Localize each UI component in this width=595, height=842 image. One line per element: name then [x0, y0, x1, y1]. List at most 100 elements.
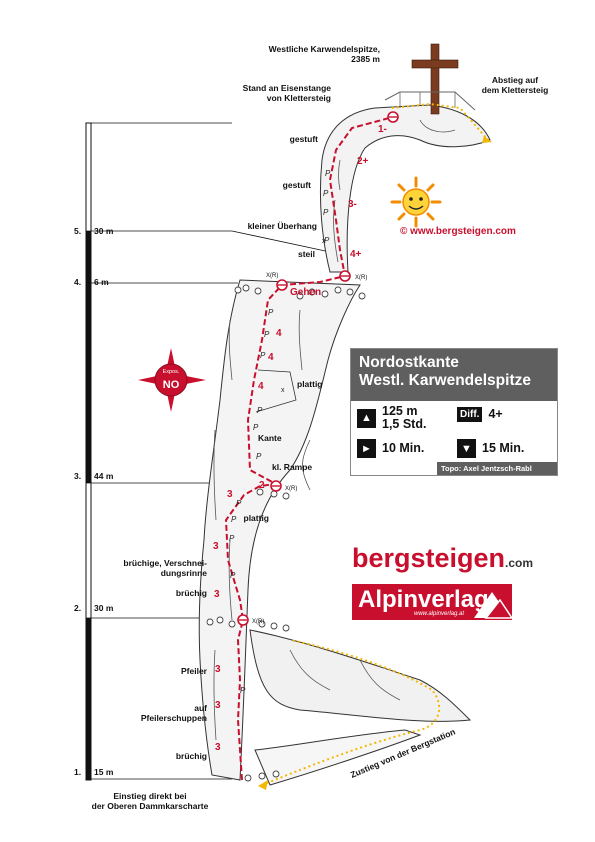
pitch-number: 4.	[74, 277, 81, 287]
stand-label: von Klettersteig	[267, 93, 331, 103]
svg-text:P: P	[253, 423, 259, 432]
pitch-length: 30 m	[94, 226, 114, 236]
descent-arrow-icon	[482, 136, 492, 143]
protection-mark: x	[322, 238, 326, 245]
difficulty-icon: Diff.	[457, 407, 483, 422]
gehen-label: Gehen	[290, 287, 321, 298]
route-info-card: Nordostkante Westl. Karwendelspitze ▲ 12…	[350, 348, 558, 476]
svg-text:brüchig: brüchig	[176, 751, 207, 761]
route-length: 125 m	[382, 404, 418, 418]
ledge-blocks	[206, 284, 366, 782]
svg-text:steil: steil	[298, 249, 315, 259]
svg-text:P: P	[323, 208, 329, 217]
svg-text:kleiner Überhang: kleiner Überhang	[248, 221, 317, 231]
copyright-url[interactable]: © www.bergsteigen.com	[400, 226, 516, 237]
svg-text:P: P	[324, 236, 330, 245]
svg-text:3: 3	[215, 700, 221, 711]
start-label: Einstieg direkt bei	[113, 791, 186, 801]
svg-text:4+: 4+	[350, 249, 362, 260]
anchor-label: X(R)	[252, 619, 264, 625]
stand-label: Stand an Eisenstange	[243, 83, 332, 93]
pitch-lines	[86, 122, 331, 780]
summit-cross-icon	[411, 43, 459, 115]
protection-mark: x	[281, 387, 285, 394]
svg-text:P: P	[230, 571, 236, 580]
start-label: der Oberen Dammkarscharte	[92, 801, 209, 811]
mountain-logo-icon	[474, 592, 512, 619]
descent-label: Abstieg auf	[492, 75, 538, 85]
svg-text:P: P	[231, 515, 237, 524]
svg-text:dungsrinne: dungsrinne	[161, 568, 208, 578]
svg-text:P: P	[264, 330, 270, 339]
svg-text:P: P	[325, 169, 331, 178]
approach-hiker-icon: ►	[357, 439, 376, 458]
feature-label: Kante	[258, 433, 282, 443]
climber-icon: ▲	[357, 408, 376, 428]
svg-text:4: 4	[276, 328, 282, 339]
svg-text:3: 3	[227, 489, 233, 500]
svg-text:4: 4	[258, 381, 264, 392]
svg-text:gestuft: gestuft	[290, 134, 319, 144]
sun-icon	[390, 176, 442, 228]
svg-text:4: 4	[268, 352, 274, 363]
svg-text:P: P	[240, 686, 246, 695]
pitch-grade-labels: 1- 2+ 3- 4+ 4 4 4 2 3 3 3 3 3 3 2	[213, 124, 387, 753]
svg-text:NO: NO	[163, 379, 180, 391]
svg-text:3: 3	[215, 742, 221, 753]
descent-path	[391, 102, 489, 141]
svg-text:P: P	[256, 452, 262, 461]
pitch-length-labels: 5. 30 m 4. 6 m 3. 44 m 2. 30 m 1. 15 m	[74, 226, 114, 777]
compass-icon: Expos. NO	[138, 348, 206, 412]
summit-name: Westliche Karwendelspitze,	[269, 44, 380, 54]
svg-text:plattig: plattig	[244, 513, 270, 523]
approach-time: 10 Min.	[382, 441, 425, 455]
svg-text:3-: 3-	[348, 199, 357, 210]
pitch-number: 5.	[74, 226, 81, 236]
anchor-label: X(R)	[266, 273, 278, 279]
route-title: Nordostkante Westl. Karwendelspitze	[351, 349, 557, 401]
approach-arrow-icon	[258, 780, 268, 790]
route-difficulty: 4+	[488, 407, 503, 421]
svg-text:gestuft: gestuft	[283, 180, 312, 190]
anchor-label: X(R)	[355, 275, 367, 281]
svg-text:1-: 1-	[378, 124, 387, 135]
bergsteigen-logo[interactable]: bergsteigen.com	[352, 543, 534, 573]
feature-labels: gestuft gestuft kleiner Überhang steil p…	[123, 134, 318, 761]
pitch-length: 15 m	[94, 767, 114, 777]
anchor-label: X(R)	[285, 486, 297, 492]
pitch-length: 6 m	[94, 277, 109, 287]
svg-text:P: P	[236, 499, 242, 508]
summit-altitude: 2385 m	[351, 54, 380, 64]
svg-text:brüchige, Verschnei-: brüchige, Verschnei-	[123, 558, 207, 568]
svg-text:brüchig: brüchig	[176, 588, 207, 598]
svg-text:3: 3	[213, 541, 219, 552]
svg-text:P: P	[260, 351, 266, 360]
rock-face	[198, 104, 491, 786]
alpinverlag-logo[interactable]: Alpinverlag www.alpinverlag.at	[352, 584, 512, 620]
pitch-number: 3.	[74, 471, 81, 481]
svg-text:Expos.: Expos.	[163, 369, 180, 375]
descent-label: dem Klettersteig	[482, 85, 549, 95]
pitch-length: 30 m	[94, 603, 114, 613]
feature-label: kl. Rampe	[272, 462, 312, 472]
descent-hiker-icon: ▼	[457, 439, 476, 458]
climbing-route	[224, 116, 394, 781]
anchor-labels: X(R) X(R) X(R) X(R)	[252, 273, 367, 625]
pitch-length: 44 m	[94, 471, 114, 481]
svg-text:Pfeiler: Pfeiler	[181, 666, 208, 676]
svg-text:Pfeilerschuppen: Pfeilerschuppen	[141, 713, 207, 723]
pitch-number: 2.	[74, 603, 81, 613]
svg-text:2: 2	[259, 480, 265, 491]
pitch-number: 1.	[74, 767, 81, 777]
topo-credit: Topo: Axel Jentzsch-Rabl	[437, 462, 557, 475]
svg-text:3: 3	[215, 664, 221, 675]
feature-label: plattig	[297, 379, 323, 389]
route-time: 1,5 Std.	[382, 417, 427, 431]
rock-texture	[213, 119, 456, 741]
svg-text:3: 3	[214, 589, 220, 600]
svg-text:P: P	[229, 534, 235, 543]
svg-text:auf: auf	[194, 703, 207, 713]
svg-text:P: P	[323, 189, 329, 198]
svg-text:2+: 2+	[357, 156, 369, 167]
